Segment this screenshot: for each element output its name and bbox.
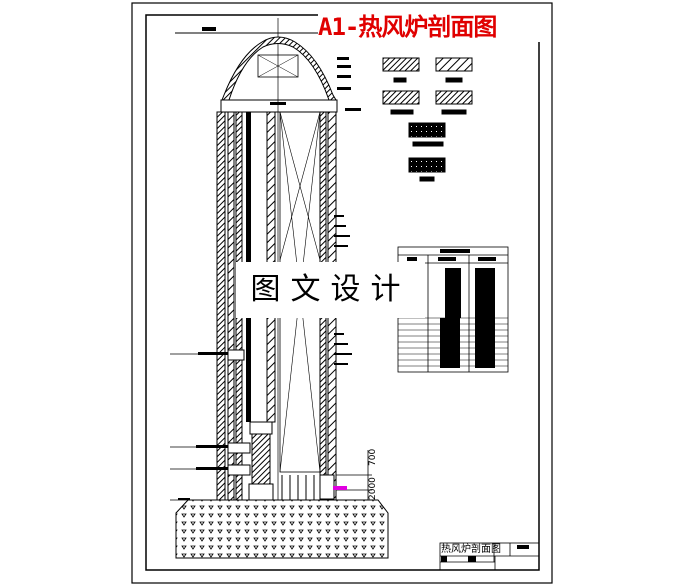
foundation — [175, 499, 389, 559]
outer-border — [131, 2, 553, 584]
material-legend — [382, 57, 473, 182]
left-wall — [216, 111, 226, 501]
title-block-name: 热风炉剖面图 — [441, 544, 501, 555]
watermark: 图文设计 — [236, 262, 425, 318]
dimension-700: 700 — [368, 448, 378, 466]
dome — [221, 36, 337, 101]
drawing-title: A1-热风炉剖面图 — [318, 12, 540, 42]
title-block — [439, 542, 540, 571]
highlight-label — [333, 486, 347, 490]
dimension-2000: 2000 — [368, 477, 378, 500]
